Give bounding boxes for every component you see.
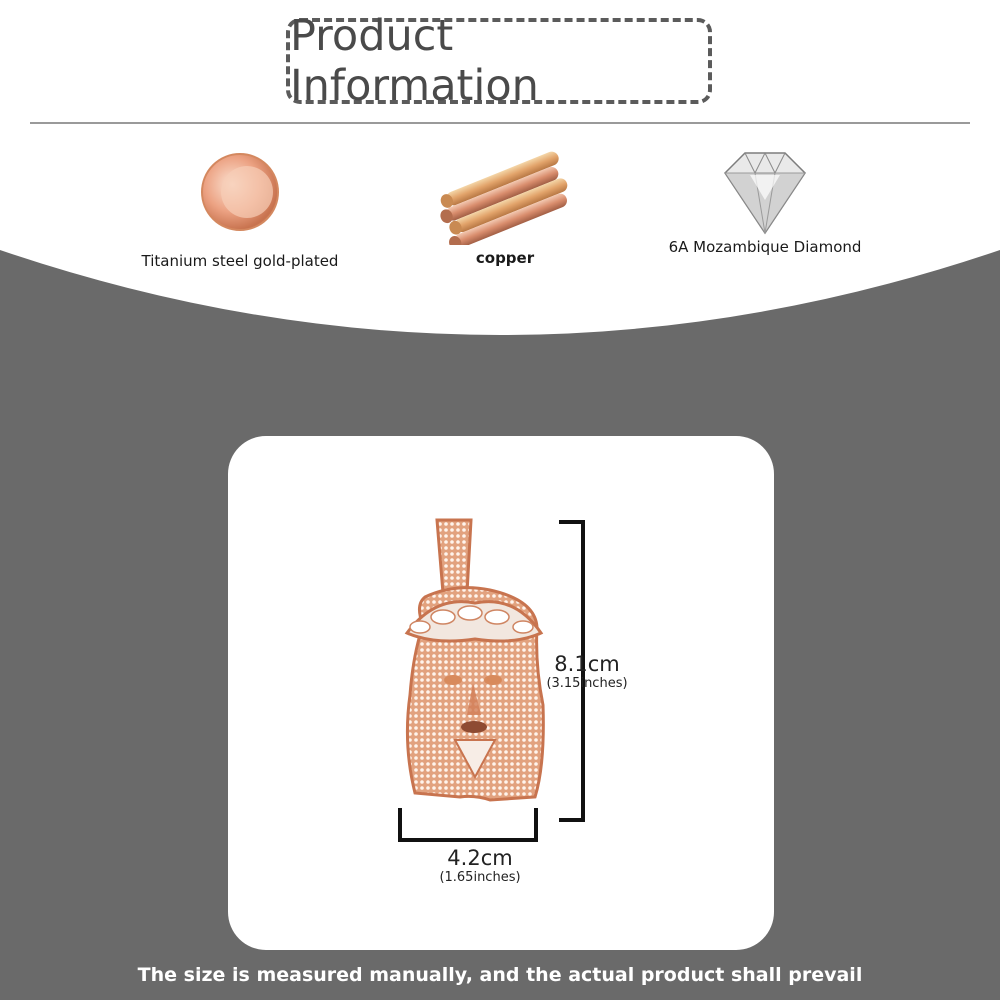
diamond-icon <box>724 151 806 235</box>
width-label: 4.2cm (1.65inches) <box>420 846 540 885</box>
page-title-text: Product Information <box>290 11 539 111</box>
material-label: Titanium steel gold-plated <box>141 252 339 270</box>
width-inches: (1.65inches) <box>439 870 521 885</box>
height-bracket <box>559 520 585 822</box>
divider <box>30 122 970 124</box>
material-label: copper <box>475 249 535 267</box>
material-copper: copper <box>400 150 610 267</box>
page-title: Product Information <box>286 11 712 111</box>
width-bracket <box>398 808 538 842</box>
material-label: 6A Mozambique Diamond <box>668 238 862 256</box>
pendant-image <box>404 518 545 802</box>
height-inches: (3.15inches) <box>546 676 628 691</box>
material-titanium: Titanium steel gold-plated <box>130 150 350 270</box>
disclaimer-text: The size is measured manually, and the a… <box>137 964 863 986</box>
copper-bars-icon <box>440 151 568 245</box>
height-cm: 8.1cm <box>554 652 620 676</box>
width-cm: 4.2cm <box>447 846 513 870</box>
rose-gold-disc-icon <box>201 153 279 231</box>
material-diamond: 6A Mozambique Diamond <box>650 145 880 256</box>
top-panel <box>0 0 1000 335</box>
height-label: 8.1cm (3.15inches) <box>542 652 632 691</box>
